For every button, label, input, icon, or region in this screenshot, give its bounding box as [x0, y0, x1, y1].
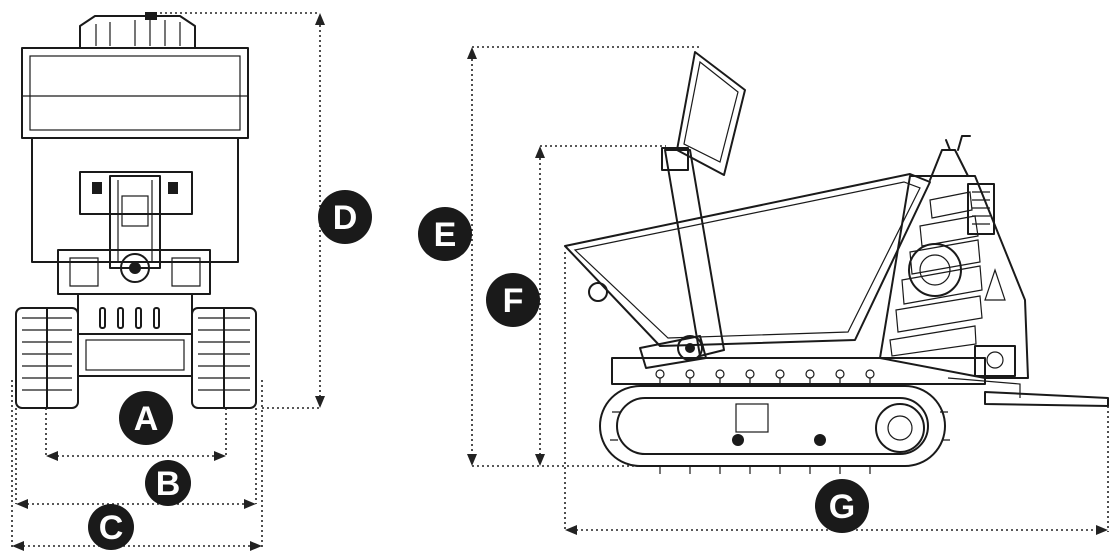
dimension-label-f-text: F — [503, 282, 524, 320]
dimension-label-e-text: E — [434, 216, 457, 254]
dimension-label-c-text: C — [99, 509, 124, 547]
side-view-dumper — [564, 51, 1109, 474]
dimension-label-f: F — [486, 273, 540, 327]
dimension-label-d: D — [318, 190, 372, 244]
dimension-label-g: G — [815, 479, 869, 533]
dimension-label-e: E — [418, 207, 472, 261]
dimension-label-a: A — [119, 391, 173, 445]
dimension-label-a-text: A — [134, 400, 159, 438]
dimension-label-b-text: B — [156, 465, 181, 503]
front-view-dumper — [15, 12, 257, 409]
dimension-label-c: C — [88, 504, 134, 550]
dimension-label-d-text: D — [333, 199, 358, 237]
dimension-label-b: B — [145, 460, 191, 506]
dimension-label-g-text: G — [829, 488, 855, 526]
